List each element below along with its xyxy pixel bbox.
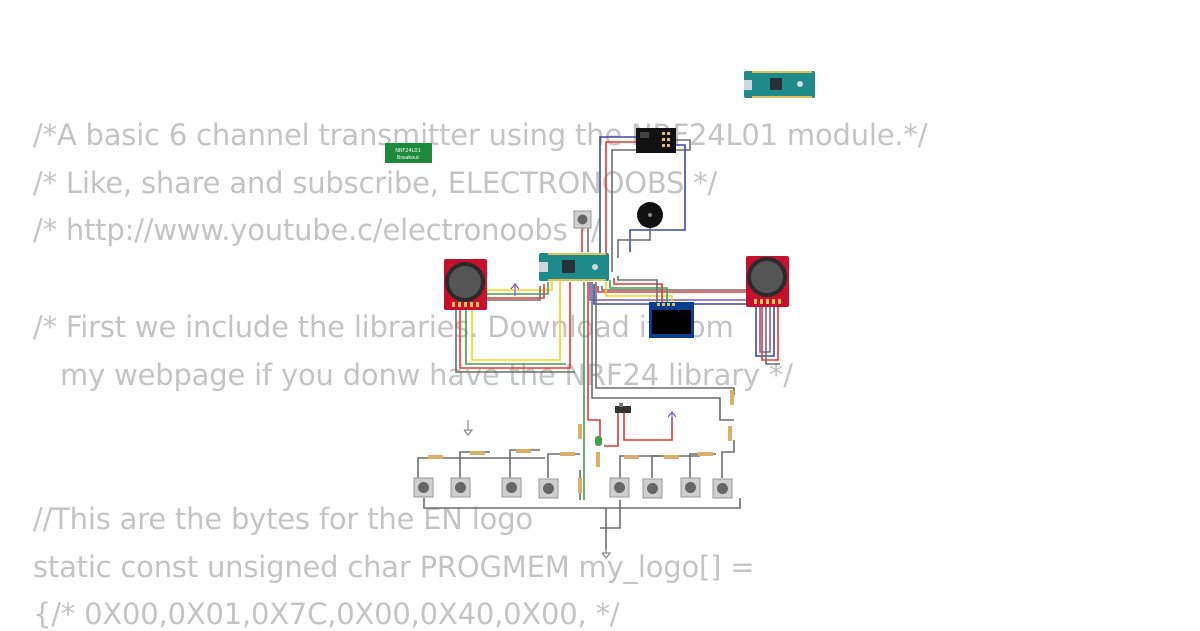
code-line-8: {/* 0X00,0X01,0X7C,0X00,0X40,0X00, */ [33,597,620,631]
vcc-symbol-left [510,283,520,296]
resistor[interactable] [664,455,679,459]
resistor[interactable] [624,455,639,459]
resistor[interactable] [578,424,582,439]
pushbutton-8[interactable] [712,478,733,499]
nrf24l01-module[interactable] [636,128,676,153]
pushbutton-3[interactable] [501,477,522,498]
code-line-3: /* http://www.youtube.c/electronoobs */ [33,213,601,247]
resistor[interactable] [428,455,443,459]
pushbuttons-bottom [413,477,733,499]
resistor[interactable] [578,478,582,493]
pushbutton-top[interactable] [573,210,592,229]
pushbutton-4[interactable] [538,478,559,499]
nrf-breakout-label-2: Breakout [397,155,419,161]
resistor[interactable] [730,390,734,405]
ground-symbol-bottom [601,548,612,559]
vcc-symbol-right [667,411,677,424]
slide-switch[interactable] [615,403,631,413]
arduino-nano-top[interactable] [744,71,815,98]
code-line-2: /* Like, share and subscribe, ELECTRONOO… [33,166,718,200]
buzzer[interactable] [637,202,663,228]
pushbutton-2[interactable] [450,477,471,498]
green-led[interactable] [595,436,602,446]
resistors [428,390,734,493]
oled-display[interactable] [649,302,694,338]
pushbutton-6[interactable] [642,478,663,499]
pushbutton-7[interactable] [680,477,701,498]
pushbutton-1[interactable] [413,477,434,498]
pushbutton-5[interactable] [609,477,630,498]
resistor[interactable] [728,426,732,441]
code-line-5: my webpage if you donw have the NRF24 li… [33,358,793,392]
code-line-7: static const unsigned char PROGMEM my_lo… [33,550,755,584]
code-line-4: /* First we include the libraries. Downl… [33,310,734,344]
arduino-nano-main[interactable] [539,253,609,281]
resistor[interactable] [516,449,531,453]
nrf24-breakout[interactable]: NRF24L01 Breakout [385,143,432,163]
nrf-breakout-label-1: NRF24L01 [395,148,421,154]
resistor[interactable] [560,452,575,456]
joystick-left[interactable] [444,259,487,310]
resistor[interactable] [470,451,485,455]
wires [417,136,780,550]
ground-symbol-left [463,420,474,436]
resistor[interactable] [698,452,713,456]
resistor[interactable] [596,452,600,467]
joystick-right[interactable] [746,256,789,307]
